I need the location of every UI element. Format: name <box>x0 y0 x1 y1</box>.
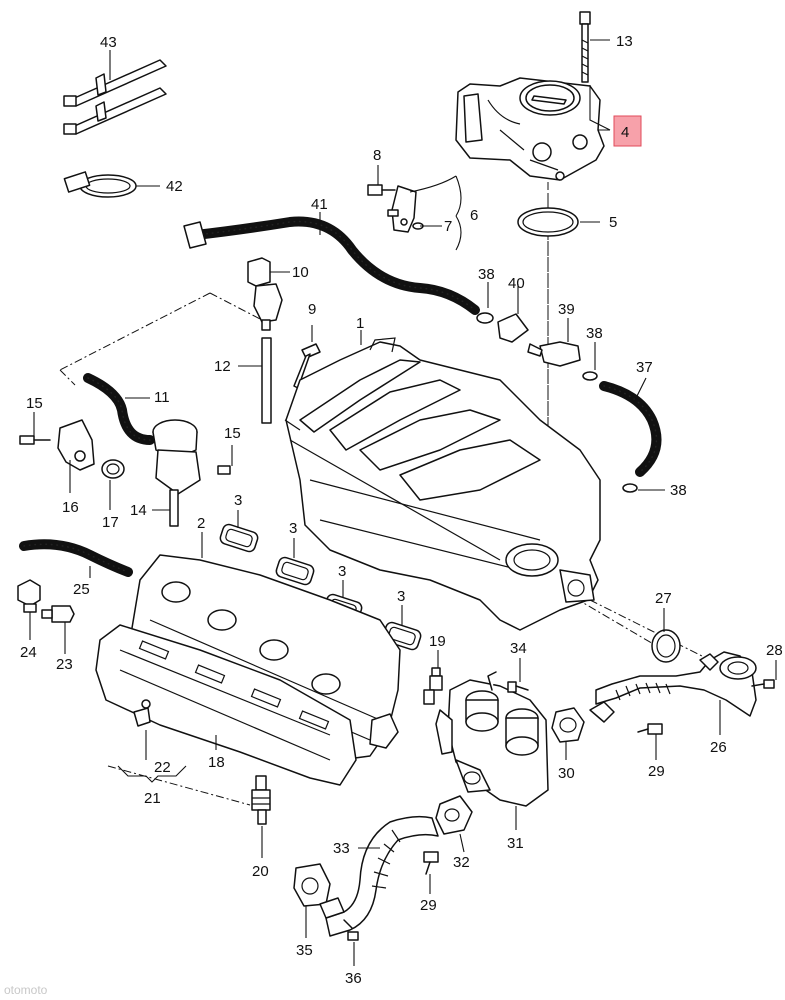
egr-lower-pipe-33 <box>293 795 473 937</box>
callout-41: 41 <box>311 196 328 213</box>
callout-3-b: 3 <box>289 520 297 537</box>
callout-43: 43 <box>100 34 117 51</box>
callout-40: 40 <box>508 275 525 292</box>
callout-15-a: 15 <box>26 395 43 412</box>
bolt-29-lower <box>423 851 439 875</box>
callout-12: 12 <box>214 358 231 375</box>
callout-10: 10 <box>292 264 309 281</box>
bolt-19 <box>423 667 443 705</box>
egr-valve-31 <box>435 671 549 807</box>
hose-piece-12 <box>261 337 272 424</box>
callout-9: 9 <box>308 301 316 318</box>
callout-25: 25 <box>73 581 90 598</box>
callout-38-b: 38 <box>586 325 603 342</box>
callout-labels: 13 4 5 8 7 6 43 42 41 10 38 40 39 38 9 1… <box>20 33 783 987</box>
hose-37 <box>599 381 662 493</box>
callout-42: 42 <box>166 178 183 195</box>
heat-shield-18 <box>95 624 357 786</box>
callout-24: 24 <box>20 644 37 661</box>
callout-17: 17 <box>102 514 119 531</box>
callout-38-a: 38 <box>478 266 495 283</box>
cable-ties-43 <box>63 59 167 135</box>
callout-34: 34 <box>510 640 527 657</box>
hose-25 <box>19 539 133 577</box>
callout-1: 1 <box>356 315 364 332</box>
callout-36: 36 <box>345 970 362 987</box>
ring-27 <box>651 629 681 663</box>
intake-manifold-1 <box>284 337 601 631</box>
callout-31: 31 <box>507 835 524 852</box>
callout-8: 8 <box>373 147 381 164</box>
callout-27: 27 <box>655 590 672 607</box>
egr-pipe-26 <box>589 651 757 723</box>
callout-38-c: 38 <box>670 482 687 499</box>
bolt-13 <box>579 11 591 83</box>
callout-30: 30 <box>558 765 575 782</box>
callout-14: 14 <box>130 502 147 519</box>
callout-7: 7 <box>444 218 452 235</box>
throttle-body-4 <box>455 77 605 181</box>
bolt-28 <box>751 679 775 689</box>
bolt-36 <box>343 919 359 941</box>
callout-37: 37 <box>636 359 653 376</box>
callout-29-a: 29 <box>648 763 665 780</box>
plug-24 <box>17 579 75 623</box>
callout-11: 11 <box>154 389 170 406</box>
callout-23: 23 <box>56 656 73 673</box>
sensor-20 <box>251 775 271 825</box>
callout-3-c: 3 <box>338 563 346 580</box>
callout-18: 18 <box>208 754 225 771</box>
hose-11 <box>83 373 155 445</box>
throttle-sensor-6 <box>367 184 424 233</box>
callout-32: 32 <box>453 854 470 871</box>
bolt-34 <box>507 681 529 693</box>
callout-4: 4 <box>621 124 629 141</box>
callout-6: 6 <box>470 207 478 224</box>
bolt-9 <box>293 343 321 389</box>
callout-16: 16 <box>62 499 79 516</box>
watermark: otomoto <box>4 983 48 997</box>
callout-33: 33 <box>333 840 350 857</box>
callout-35: 35 <box>296 942 313 959</box>
vacuum-actuator-14 <box>152 419 231 527</box>
bolt-29-upper <box>637 723 663 735</box>
callout-22: 22 <box>154 759 171 776</box>
callout-21: 21 <box>144 790 161 807</box>
check-valve-group <box>476 312 598 381</box>
hose-clamp-42 <box>63 171 137 198</box>
callout-39: 39 <box>558 301 575 318</box>
callout-29-b: 29 <box>420 897 437 914</box>
sensor-16 <box>19 419 125 479</box>
callout-2: 2 <box>197 515 205 532</box>
callout-3-a: 3 <box>234 492 242 509</box>
callout-15-b: 15 <box>224 425 241 442</box>
callout-20: 20 <box>252 863 269 880</box>
callout-19: 19 <box>429 633 446 650</box>
callout-13: 13 <box>616 33 633 50</box>
callout-3-d: 3 <box>397 588 405 605</box>
lower-intake-2 <box>129 554 401 761</box>
callout-26: 26 <box>710 739 727 756</box>
small-sensor-22 <box>133 699 151 727</box>
solenoid-valve-10 <box>247 257 283 331</box>
callout-5: 5 <box>609 214 617 231</box>
leader-lines <box>29 39 777 966</box>
vacuum-hose-41 <box>183 216 480 315</box>
gasket-30 <box>551 707 585 743</box>
gasket-ring-5 <box>517 207 579 237</box>
callout-28: 28 <box>766 642 783 659</box>
highlight-box-4 <box>613 115 642 147</box>
